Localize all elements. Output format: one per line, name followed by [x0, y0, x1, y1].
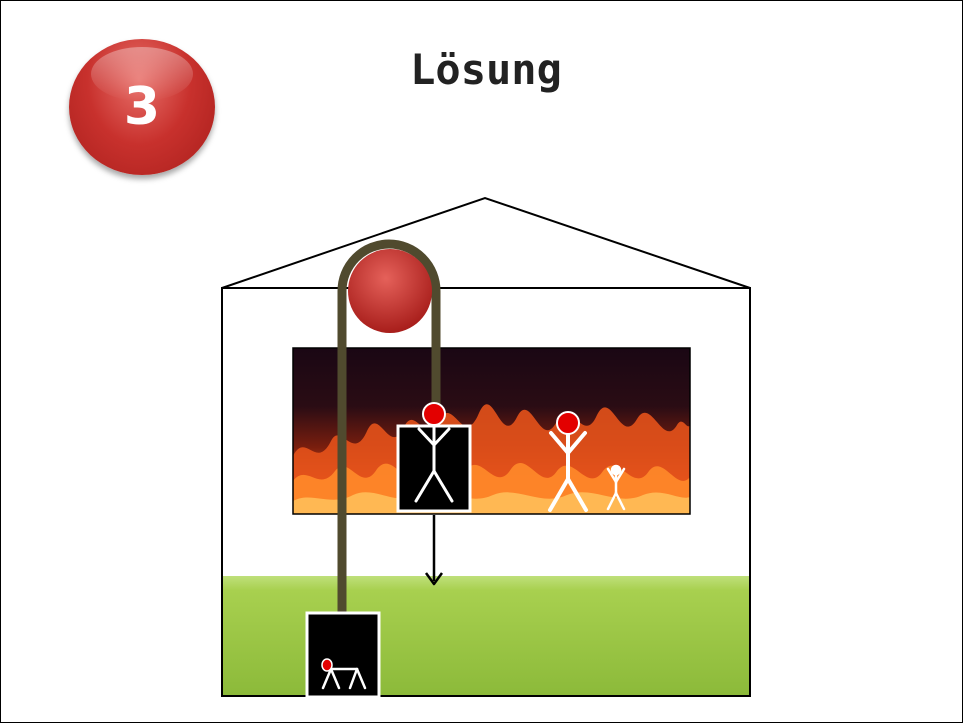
fire-window [293, 348, 690, 514]
roof [222, 198, 750, 288]
pulley-wheel [348, 249, 432, 333]
ground-area [223, 576, 749, 695]
person-head [423, 403, 445, 425]
lying-figure-head [322, 659, 332, 671]
lower-cabin [307, 613, 379, 697]
person-standing-head [557, 412, 579, 434]
